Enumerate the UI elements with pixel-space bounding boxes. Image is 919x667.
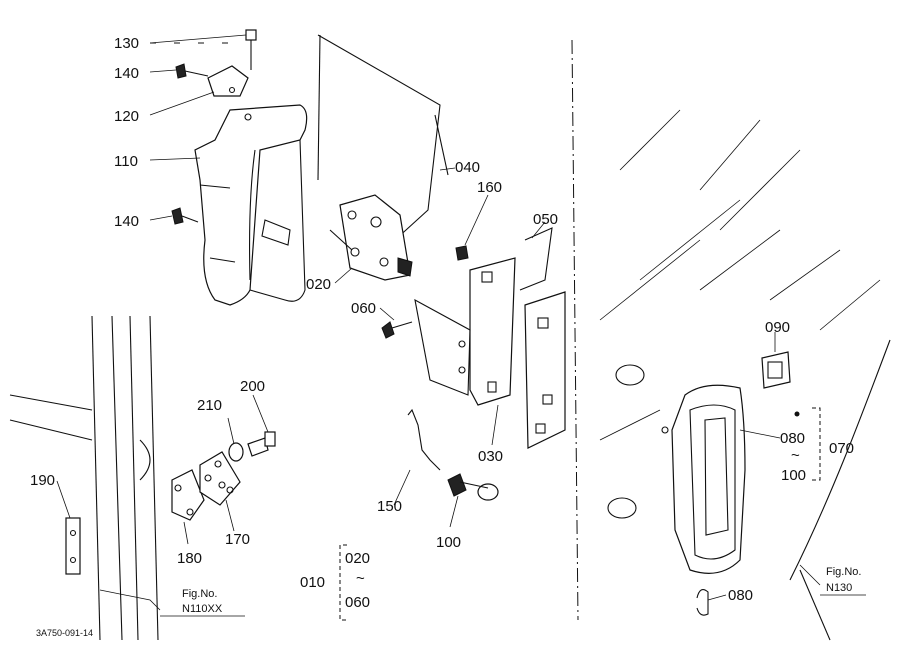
label-160: 160 [477,179,502,196]
label-tilde-a: ~ [791,447,800,464]
label-020-group: 020 [345,550,370,567]
label-190: 190 [30,472,55,489]
label-200: 200 [240,378,265,395]
handle-070 [661,384,746,574]
label-020: 020 [306,276,331,293]
spring-150 [407,408,441,471]
cylinder-100 [447,473,499,501]
label-150: 150 [377,498,402,515]
cap-120 [207,65,249,97]
label-180: 180 [177,550,202,567]
screw-dot [794,411,800,417]
screw-160 [455,245,469,261]
lock-020 [329,194,413,281]
label-130: 130 [114,35,139,52]
group-bracket-070 [812,407,821,481]
screw-140-side [171,207,199,225]
plate-180 [171,469,205,521]
fig-ref-n130: N130 [826,582,852,594]
bracket-030 [414,257,516,406]
clip-080 [696,589,709,616]
gasket-090 [761,351,791,389]
cover-110 [194,104,308,306]
label-100-top: 100 [781,467,806,484]
label-060-group: 060 [345,594,370,611]
label-140-side: 140 [114,213,139,230]
label-140-top: 140 [114,65,139,82]
plate-050 [519,227,566,449]
label-090: 090 [765,319,790,336]
screw-060 [381,321,413,339]
screw-140-top [175,63,209,79]
label-050: 050 [533,211,558,228]
fig-ref-n110: N110XX [182,603,223,615]
label-170: 170 [225,531,250,548]
label-060: 060 [351,300,376,317]
label-210: 210 [197,397,222,414]
hole-ring-upper [615,364,645,386]
group-bracket-010 [339,544,347,621]
bracket-190 [65,517,81,575]
striker-170 [199,451,241,506]
label-040: 040 [455,159,480,176]
bolt-130 [245,29,257,70]
label-120: 120 [114,108,139,125]
fig-ref-n110-title: Fig.No. [182,588,217,600]
door-edge-centerline [571,39,579,621]
rod-040 [317,34,449,241]
hole-ring-lower [607,497,637,519]
label-080-top: 080 [780,430,805,447]
fig-ref-n130-title: Fig.No. [826,566,861,578]
label-110: 110 [114,153,138,170]
glass-edge-curve-lower [799,569,831,641]
label-100-bottom: 100 [436,534,461,551]
label-010: 010 [300,574,325,591]
label-tilde-b: ~ [356,570,365,587]
label-030: 030 [478,448,503,465]
pillar-frame [9,315,159,641]
label-070: 070 [829,440,854,457]
glass-hatching [599,109,881,441]
bolt-200 [247,431,276,457]
leader-lines [56,34,821,611]
washer-210 [228,442,244,462]
glass-edge-curve [789,339,891,581]
drawing-code: 3A750-091-14 [36,628,93,638]
label-080-bottom: 080 [728,587,753,604]
